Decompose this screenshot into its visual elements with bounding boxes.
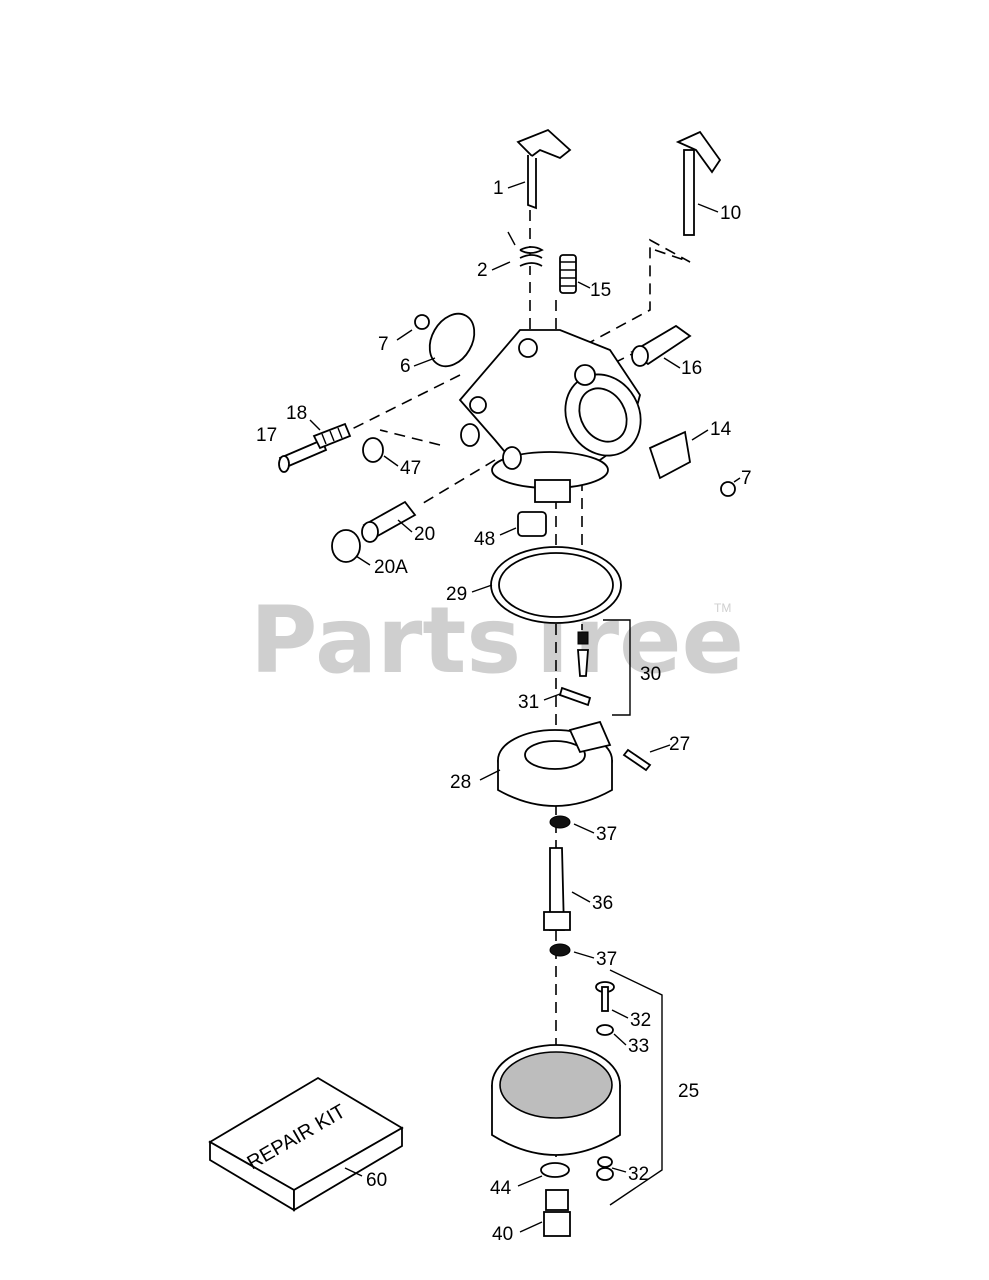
callout-44: 44 [490, 1178, 512, 1199]
callout-47: 47 [400, 458, 421, 479]
part-28-float[interactable] [497, 720, 613, 807]
part-33-washer[interactable] [596, 1024, 614, 1036]
callout-37-bottom: 37 [596, 949, 617, 970]
callout-33: 33 [628, 1036, 649, 1057]
bracket-25 [609, 969, 663, 1206]
carburetor-body[interactable] [458, 329, 655, 503]
part-29-bowl-gasket[interactable] [490, 546, 622, 624]
part-1-throttle-bracket[interactable] [516, 128, 572, 210]
part-60-repair-kit[interactable]: REPAIR KIT [208, 1076, 404, 1212]
callout-2: 2 [477, 260, 488, 281]
callout-32-bottom: 32 [628, 1164, 649, 1185]
part-32-bolt-bottom[interactable] [596, 1156, 614, 1181]
part-6-throttle-plate[interactable] [421, 306, 484, 374]
callout-7-right: 7 [741, 468, 752, 489]
callout-6: 6 [400, 356, 411, 377]
callout-40: 40 [492, 1224, 513, 1245]
part-32-bolt-top[interactable] [595, 981, 615, 1012]
callout-labels: 1 2 15 10 7 6 16 18 17 47 14 7 20 48 20A… [256, 178, 752, 1245]
callout-17: 17 [256, 425, 277, 446]
callout-29: 29 [446, 584, 467, 605]
part-2-spring[interactable] [507, 231, 544, 267]
callout-10: 10 [720, 203, 741, 224]
callout-25: 25 [678, 1081, 699, 1102]
callout-31: 31 [518, 692, 539, 713]
part-14-choke-plate[interactable] [648, 430, 691, 480]
callout-14: 14 [710, 419, 732, 440]
part-20a-primer-cap[interactable] [331, 529, 361, 563]
callout-15: 15 [590, 280, 611, 301]
part-31-float-pin[interactable] [558, 686, 592, 707]
watermark-trademark: TM [714, 601, 731, 615]
callout-28: 28 [450, 772, 471, 793]
callout-20: 20 [414, 524, 435, 545]
part-25-float-bowl[interactable] [491, 1044, 621, 1156]
part-36-main-jet-bolt[interactable] [543, 847, 571, 931]
part-44-gasket[interactable] [540, 1162, 570, 1178]
callout-32-top: 32 [630, 1010, 651, 1031]
callout-27: 27 [669, 734, 690, 755]
callout-18: 18 [286, 403, 307, 424]
callout-1: 1 [493, 178, 504, 199]
callout-60: 60 [366, 1170, 387, 1191]
callout-36: 36 [592, 893, 613, 914]
part-16-fuel-inlet[interactable] [630, 324, 692, 367]
callout-48: 48 [474, 529, 495, 550]
part-37-washer-top[interactable] [549, 815, 571, 829]
part-30-needle-seat[interactable] [577, 631, 589, 677]
part-20-primer[interactable] [361, 500, 417, 543]
part-40-drain-nut[interactable] [543, 1189, 571, 1237]
part-37-washer-bottom[interactable] [549, 943, 571, 957]
part-10-choke-shaft[interactable] [675, 130, 722, 236]
part-7-screw-top[interactable] [414, 314, 430, 330]
leader-lines [309, 181, 741, 1233]
bracket-30 [603, 619, 631, 716]
callout-20a: 20A [374, 557, 408, 578]
part-47-welch-plug[interactable] [362, 437, 384, 463]
part-17-idle-screw[interactable] [278, 438, 328, 473]
watermark: PartsTree [250, 587, 744, 694]
callout-37-top: 37 [596, 824, 617, 845]
part-7-screw-right[interactable] [720, 481, 736, 497]
callout-7-top: 7 [378, 334, 389, 355]
callout-30: 30 [640, 664, 661, 685]
callout-16: 16 [681, 358, 702, 379]
part-27-pin[interactable] [622, 748, 652, 772]
part-15-spring[interactable] [559, 254, 577, 294]
part-18-spring[interactable] [312, 422, 352, 450]
part-48-gasket[interactable] [517, 511, 547, 537]
